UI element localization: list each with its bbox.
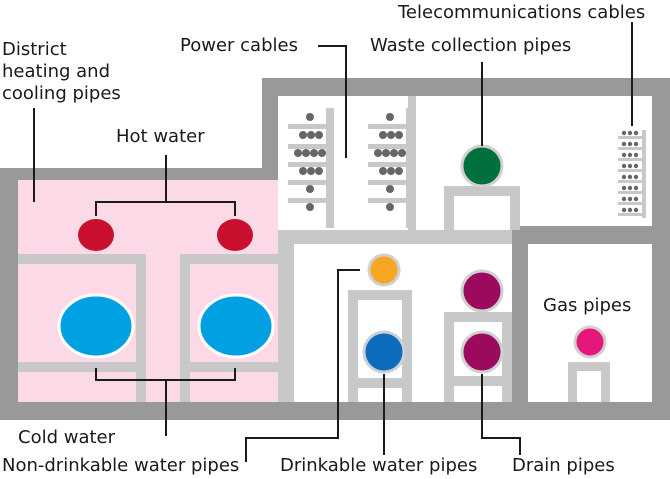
gas-pipe bbox=[573, 325, 607, 359]
power-cable-racks bbox=[288, 108, 412, 228]
district-label-line3: cooling pipes bbox=[2, 83, 121, 104]
non-drinkable-leader bbox=[245, 269, 360, 462]
wall-gas-inner bbox=[528, 244, 652, 402]
wall-vertical-left bbox=[278, 230, 294, 402]
power-leader bbox=[318, 45, 347, 158]
non-drinkable-water-pipe bbox=[367, 253, 401, 287]
cold-water-pipe-right bbox=[197, 293, 275, 359]
drain-pipe-upper bbox=[460, 269, 504, 313]
drain-leader bbox=[481, 374, 521, 455]
telecom-label: Telecommunications cables bbox=[398, 2, 646, 23]
hot-water-pipe-left bbox=[78, 219, 114, 251]
district-label-line2: heating and bbox=[2, 61, 110, 82]
hot-water-bracket bbox=[95, 155, 236, 216]
power-label: Power cables bbox=[180, 35, 298, 56]
water-stands bbox=[348, 290, 512, 402]
gas-stand bbox=[568, 362, 610, 402]
non-drinkable-label: Non-drinkable water pipes bbox=[2, 455, 240, 476]
drain-label: Drain pipes bbox=[512, 455, 615, 476]
cold-water-bracket bbox=[95, 368, 236, 436]
hot-water-label: Hot water bbox=[116, 126, 205, 147]
telecom-cables bbox=[621, 130, 639, 213]
drinkable-water-pipe bbox=[362, 330, 406, 374]
waste-stand bbox=[444, 186, 520, 230]
cold-water-pipe-left bbox=[57, 293, 135, 359]
waste-collection-pipe bbox=[460, 144, 504, 188]
wall-gas-top-gap bbox=[512, 226, 652, 244]
power-cables bbox=[294, 113, 406, 211]
drinkable-label: Drinkable water pipes bbox=[280, 455, 478, 476]
drain-pipe-lower bbox=[460, 330, 504, 374]
wall-power-bottom bbox=[278, 230, 512, 244]
telecom-rack bbox=[618, 130, 646, 218]
cold-water-label: Cold water bbox=[18, 427, 116, 448]
district-supports bbox=[18, 254, 290, 402]
waste-label: Waste collection pipes bbox=[370, 35, 572, 56]
district-label-line1: District bbox=[2, 39, 67, 60]
gas-label: Gas pipes bbox=[543, 295, 632, 316]
hot-water-pipe-right bbox=[217, 219, 253, 251]
